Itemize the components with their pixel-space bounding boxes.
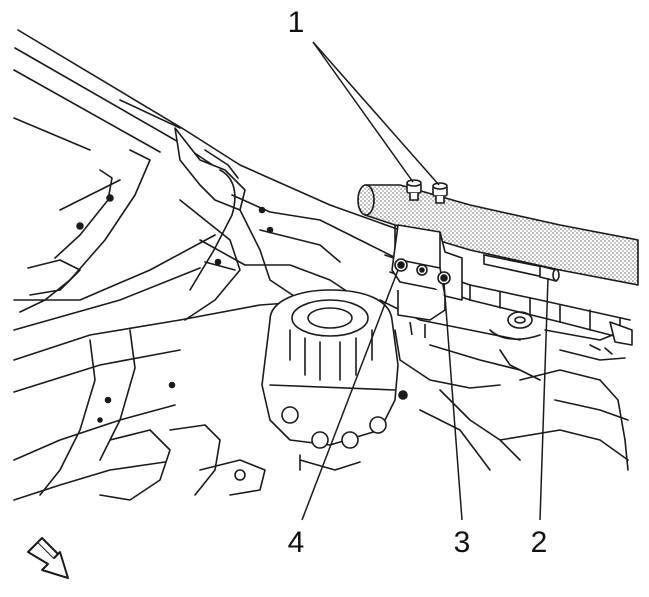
- leader-lines: [301, 41, 549, 521]
- callout-3: 3: [454, 526, 471, 559]
- callout-1: 1: [288, 6, 305, 39]
- leader-1b: [312, 41, 440, 186]
- leader-1a: [312, 41, 414, 183]
- side-bolt-extra: [416, 264, 428, 276]
- callout-2: 2: [531, 526, 548, 559]
- leader-4: [301, 269, 399, 521]
- top-bolts: [406, 179, 448, 204]
- side-bolt-4: [394, 258, 408, 272]
- callout-labels: 1 2 3 4: [288, 6, 548, 559]
- callout-4: 4: [288, 526, 305, 559]
- front-arrow-icon: [27, 537, 69, 579]
- side-bolt-3: [437, 271, 451, 285]
- cowl-panel: [357, 184, 639, 286]
- leader-2: [539, 277, 549, 521]
- leader-3: [443, 282, 463, 521]
